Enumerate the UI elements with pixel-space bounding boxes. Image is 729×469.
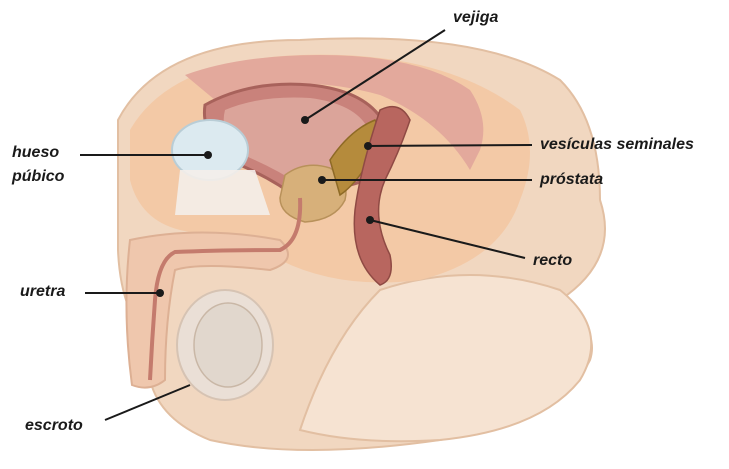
dot-vejiga	[301, 116, 309, 124]
label-hueso: hueso	[12, 142, 59, 164]
label-pubico: púbico	[12, 166, 64, 188]
label-prostata: próstata	[540, 169, 603, 191]
dot-prostata	[318, 176, 326, 184]
label-vejiga: vejiga	[453, 7, 498, 29]
ligament	[175, 170, 270, 215]
label-escroto: escroto	[25, 415, 83, 437]
label-uretra: uretra	[20, 281, 65, 303]
dot-vesiculas	[364, 142, 372, 150]
dot-uretra	[156, 289, 164, 297]
label-vesiculas-seminales: vesículas seminales	[540, 134, 694, 156]
label-recto: recto	[533, 250, 572, 272]
leader-vesiculas	[368, 145, 532, 146]
testis	[194, 303, 262, 387]
dot-hueso	[204, 151, 212, 159]
dot-recto	[366, 216, 374, 224]
